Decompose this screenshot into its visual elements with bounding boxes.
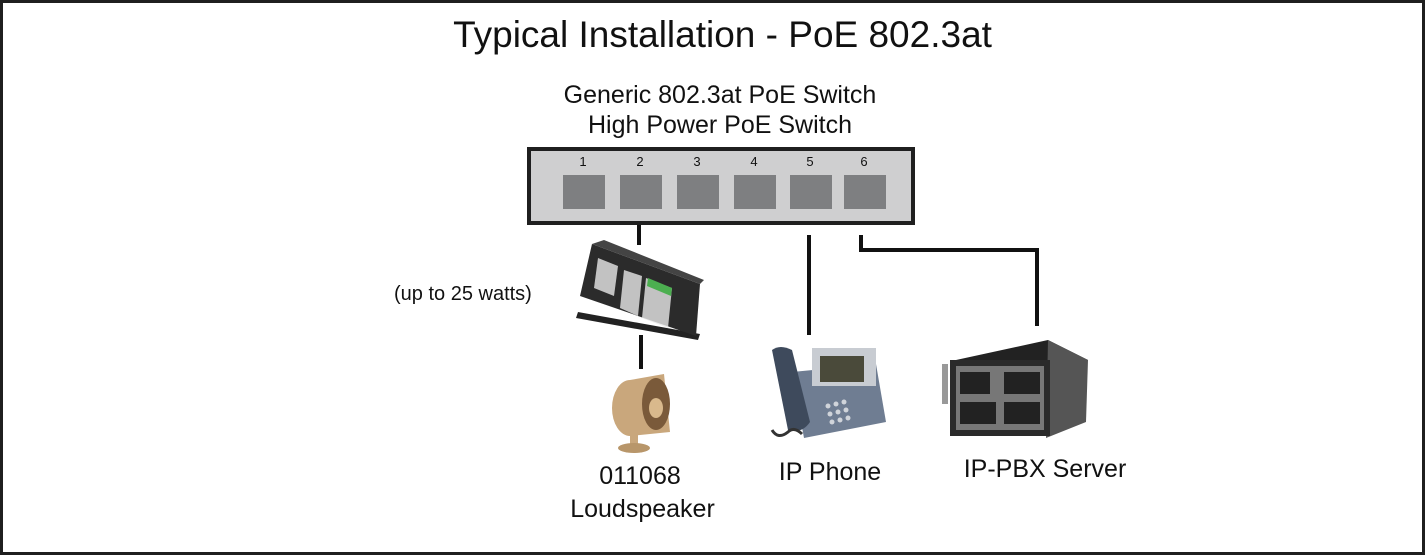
port-number: 4: [750, 154, 758, 169]
amplifier-power-note: (up to 25 watts): [394, 283, 532, 305]
switch-port-3: [677, 175, 719, 209]
switch-port-5: [790, 175, 832, 209]
switch-label-generic: Generic 802.3at PoE Switch: [563, 81, 877, 109]
loudspeaker-icon: [604, 368, 676, 459]
ip-phone-icon: [752, 342, 892, 451]
cable-port6-horizontal: [859, 248, 1039, 252]
diagram-title: Typical Installation - PoE 802.3at: [453, 14, 992, 55]
poe-amplifier-icon: [568, 236, 708, 351]
server-label: IP-PBX Server: [963, 455, 1127, 483]
server-icon: [938, 330, 1088, 451]
cable-port2-amplifier: [637, 225, 641, 245]
cable-port5-phone: [807, 235, 811, 335]
port-number: 5: [806, 154, 814, 169]
port-number: 6: [860, 154, 868, 169]
switch-port-1: [563, 175, 605, 209]
port-number: 3: [693, 154, 701, 169]
ip-phone-label: IP Phone: [778, 458, 882, 486]
switch-port-4: [734, 175, 776, 209]
switch-label-high-power: High Power PoE Switch: [587, 111, 852, 139]
switch-port-6: [844, 175, 886, 209]
loudspeaker-model: 011068: [599, 462, 681, 490]
switch-port-2: [620, 175, 662, 209]
cable-server-vertical: [1035, 248, 1039, 326]
cable-port6-down: [859, 235, 863, 251]
loudspeaker-label: Loudspeaker: [570, 495, 715, 523]
poe-switch: 1 2 3 4 5 6: [527, 147, 915, 225]
port-number: 1: [579, 154, 587, 169]
port-number: 2: [636, 154, 644, 169]
cable-amplifier-speaker: [639, 335, 643, 369]
